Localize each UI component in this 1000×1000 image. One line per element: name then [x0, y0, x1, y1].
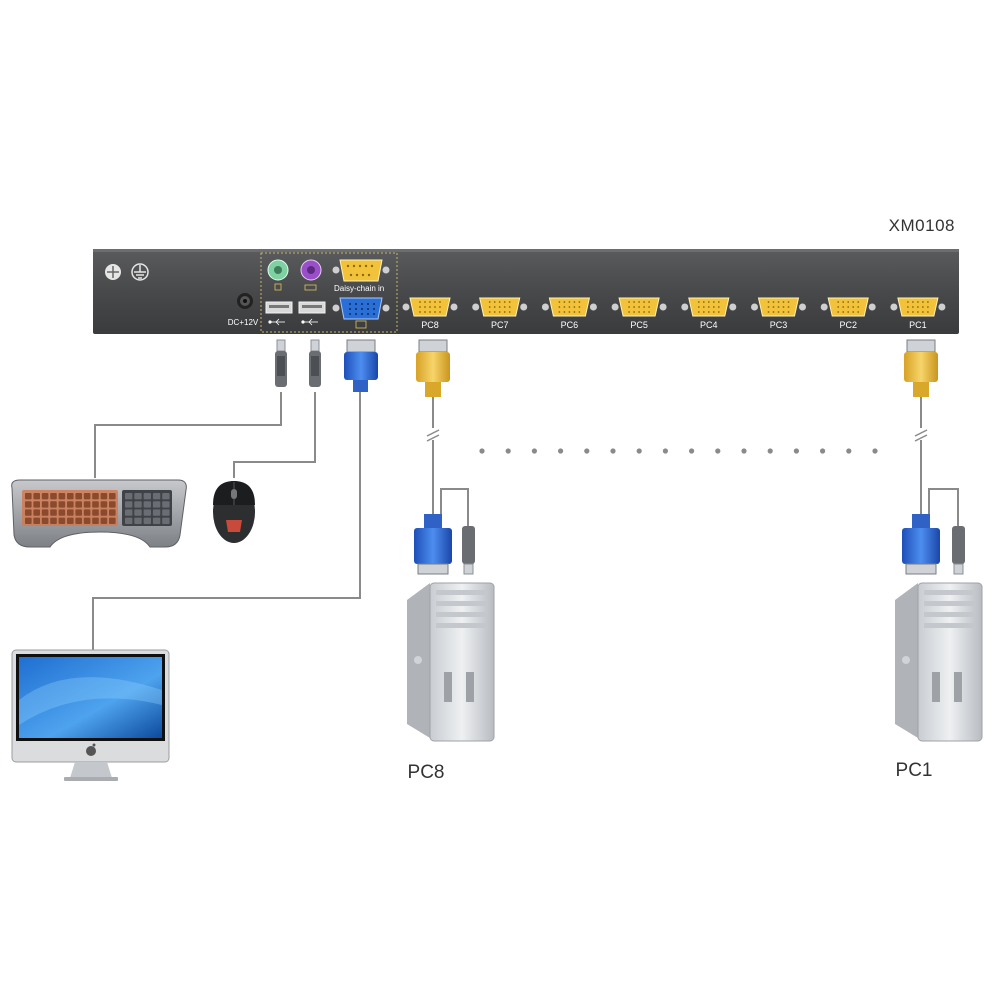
keyboard	[11, 479, 187, 548]
vga-port-pc6: PC6	[541, 297, 597, 330]
usb-plug-keyboard	[275, 339, 287, 387]
console-cables	[92, 392, 361, 650]
port-label: PC3	[770, 320, 788, 330]
pc-port-group: PC8 PC7 PC6 PC5 PC4 PC3 PC2 PC1	[402, 297, 946, 330]
apple-logo-icon	[414, 656, 422, 664]
dot	[715, 448, 721, 454]
dot	[558, 448, 564, 454]
dot	[505, 448, 511, 454]
vga-port-pc2: PC2	[820, 297, 876, 330]
pc8-cable-assembly	[414, 339, 475, 575]
vga-port-pc1: PC1	[890, 297, 946, 330]
model-label: XM0108	[889, 216, 955, 235]
vga-port-pc4: PC4	[681, 297, 737, 330]
pc8-label: PC8	[408, 762, 445, 783]
port-label: PC6	[561, 320, 579, 330]
pc1-label: PC1	[896, 760, 933, 781]
ps2-mouse-port	[300, 259, 322, 281]
dot	[767, 448, 773, 454]
computer-tower-pc1	[895, 582, 983, 742]
vga-plug-monitor	[344, 339, 378, 392]
dot	[689, 448, 695, 454]
usb-icon	[268, 318, 318, 326]
port-label: PC4	[700, 320, 718, 330]
monitor	[11, 649, 170, 781]
dot	[531, 448, 538, 454]
console-vga-port	[332, 297, 390, 320]
monitor-icon	[355, 320, 367, 329]
port-label: PC7	[491, 320, 509, 330]
usb-port-1	[265, 301, 293, 314]
dot	[584, 448, 590, 454]
apple-logo-icon	[86, 743, 96, 756]
keyboard-icon	[304, 284, 317, 291]
pc1-cable-assembly	[902, 339, 965, 575]
dot	[610, 448, 616, 454]
dot	[636, 448, 642, 454]
kvm-switch-panel: DC+12V	[93, 249, 959, 334]
usb-port-2	[298, 301, 326, 314]
dot	[846, 448, 852, 454]
port-label: PC8	[421, 320, 439, 330]
vga-port-pc7: PC7	[472, 297, 528, 330]
mouse	[213, 481, 255, 543]
vga-port-pc8: PC8	[402, 297, 458, 330]
ps2-keyboard-port	[267, 259, 289, 281]
port-label: PC2	[839, 320, 857, 330]
port-label: PC1	[909, 320, 927, 330]
dot	[820, 448, 826, 454]
dot	[872, 448, 878, 454]
ground-icon	[131, 263, 149, 281]
vga-port-pc5: PC5	[611, 297, 667, 330]
daisy-chain-port	[332, 259, 390, 282]
console-port-group	[260, 252, 398, 333]
usb-plug-mouse	[309, 339, 321, 387]
apple-logo-icon	[902, 656, 910, 664]
screw-icon	[105, 264, 121, 280]
dot	[662, 448, 669, 454]
computer-tower-pc8	[407, 582, 495, 742]
dot	[793, 448, 800, 454]
mouse-icon	[274, 283, 282, 291]
vga-port-pc3: PC3	[751, 297, 806, 330]
power-label: DC+12V	[228, 318, 259, 327]
daisy-chain-label: Daisy-chain in	[334, 284, 384, 293]
dot	[741, 448, 747, 454]
more-computers-dots	[479, 448, 878, 454]
power-jack	[237, 293, 253, 309]
port-label: PC5	[630, 320, 648, 330]
dot	[479, 448, 485, 454]
